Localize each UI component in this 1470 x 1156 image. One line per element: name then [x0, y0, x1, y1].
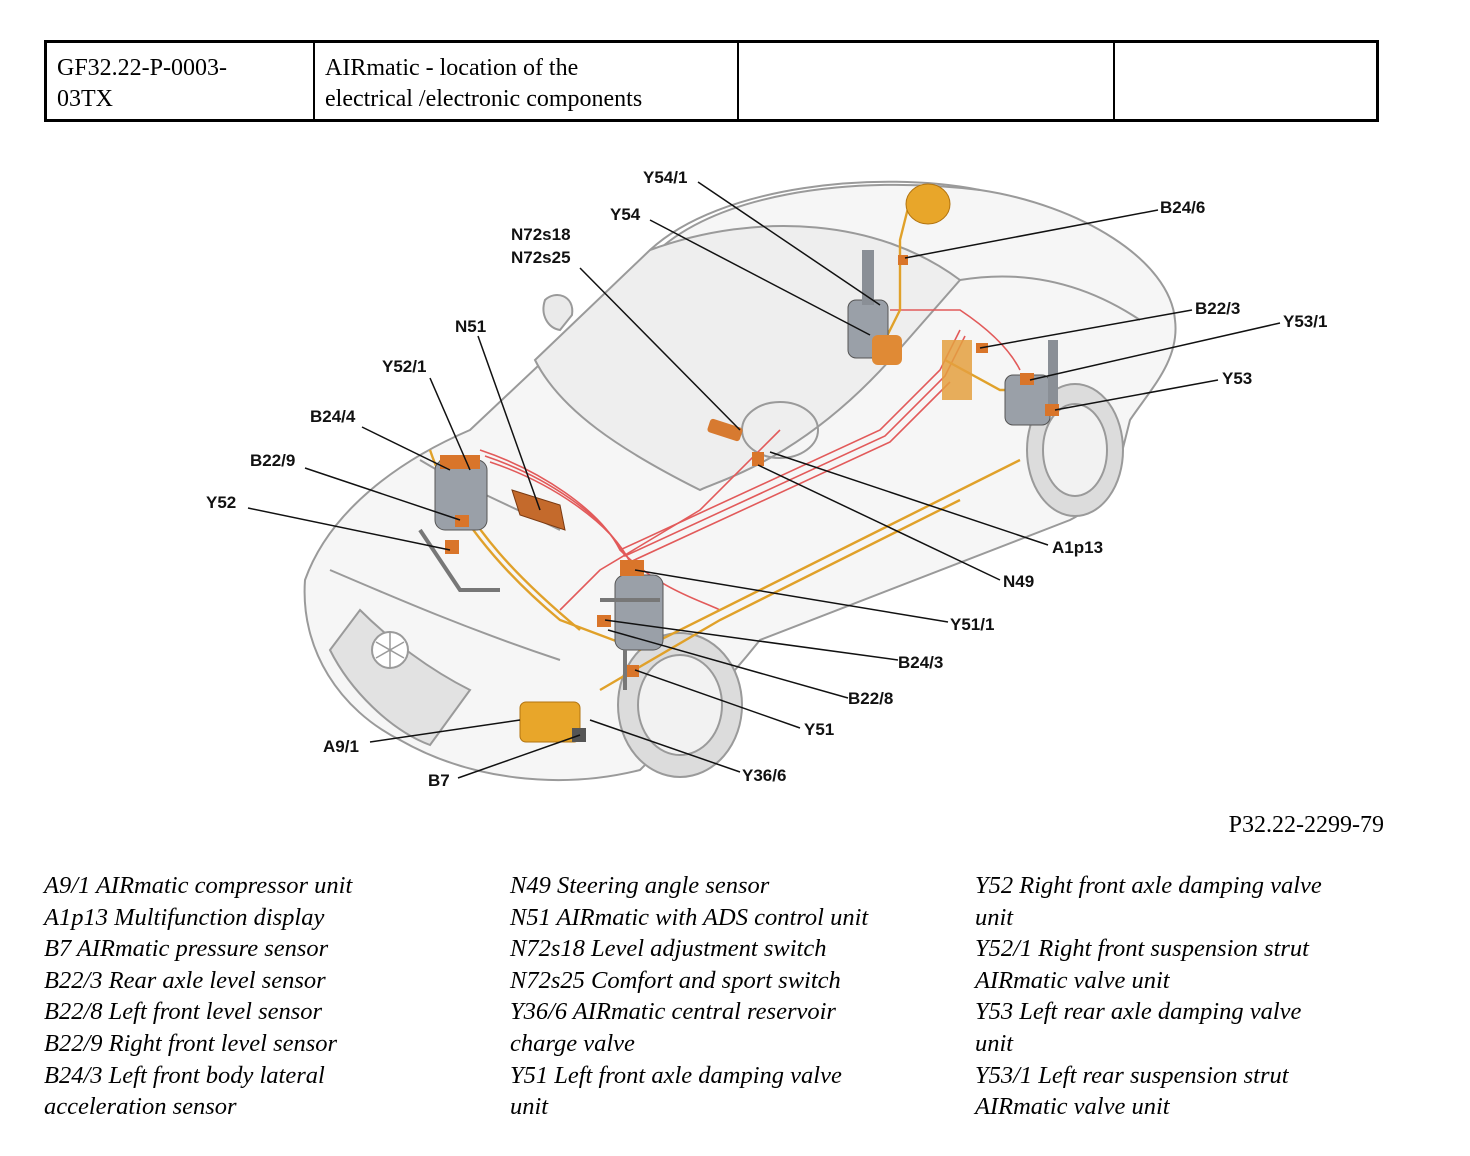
- header-empty-cell-4: [1115, 43, 1376, 119]
- legend-item: B22/8 Left front level sensor: [44, 998, 323, 1026]
- legend-item: AIRmatic valve unit: [975, 966, 1170, 994]
- label-n72s25: N72s25: [511, 248, 571, 267]
- figure-reference: P32.22-2299-79: [1228, 812, 1384, 838]
- legend-item: Y51 Left front axle damping valve: [510, 1061, 842, 1089]
- document-title-cell: AIRmatic - location of the electrical /e…: [315, 43, 739, 119]
- legend-column-2: N49 Steering angle sensor N51 AIRmatic w…: [510, 870, 868, 1123]
- legend-item: Y53/1 Left rear suspension strut: [975, 1061, 1289, 1089]
- legend-item: N51 AIRmatic with ADS control unit: [510, 903, 869, 931]
- label-b22-9: B22/9: [250, 451, 295, 470]
- label-y53-1: Y53/1: [1283, 312, 1327, 331]
- legend-item: Y53 Left rear axle damping valve: [975, 998, 1302, 1026]
- legend-item: unit: [975, 1029, 1014, 1057]
- legend-item: A9/1 AIRmatic compressor unit: [44, 872, 353, 899]
- label-y52-1: Y52/1: [382, 357, 426, 376]
- legend-item: unit: [510, 1093, 549, 1121]
- legend-column-1: A9/1 AIRmatic compressor unit A1p13 Mult…: [44, 870, 352, 1123]
- document-header-table: GF32.22-P-0003- 03TX AIRmatic - location…: [44, 40, 1379, 122]
- legend-item: B22/9 Right front level sensor: [44, 1029, 338, 1057]
- legend-item: N72s25 Comfort and sport switch: [510, 966, 841, 994]
- legend-item: B24/3 Left front body lateral: [44, 1061, 325, 1089]
- label-y53: Y53: [1222, 369, 1252, 388]
- label-n49: N49: [1003, 572, 1034, 591]
- control-unit-n51: [511, 489, 566, 531]
- compressor-unit: [519, 701, 581, 743]
- legend-item: B22/3 Rear axle level sensor: [44, 966, 326, 994]
- label-b22-3: B22/3: [1195, 299, 1240, 318]
- legend-item: Y52 Right front axle damping valve: [975, 872, 1322, 899]
- label-n51: N51: [455, 317, 486, 336]
- component-labels: Y54/1 Y54 N72s18 N72s25 N51 Y52/1 B24/4 …: [206, 168, 1327, 790]
- label-n72s18: N72s18: [511, 225, 571, 244]
- label-y54: Y54: [610, 205, 641, 224]
- document-id-cell: GF32.22-P-0003- 03TX: [47, 43, 315, 119]
- label-a9-1: A9/1: [323, 737, 359, 756]
- legend-item: unit: [975, 903, 1014, 931]
- legend-item: N72s18 Level adjustment switch: [510, 935, 827, 963]
- legend-item: acceleration sensor: [44, 1093, 237, 1121]
- label-b24-3: B24/3: [898, 653, 943, 672]
- header-empty-cell-3: [739, 43, 1115, 119]
- legend-column-3: Y52 Right front axle damping valve unit …: [975, 870, 1322, 1123]
- label-b7: B7: [428, 771, 450, 790]
- label-y52: Y52: [206, 493, 236, 512]
- legend-item: Y52/1 Right front suspension strut: [975, 935, 1309, 963]
- label-y54-1: Y54/1: [643, 168, 687, 187]
- airmatic-component-diagram: Y54/1 Y54 N72s18 N72s25 N51 Y52/1 B24/4 …: [206, 168, 1327, 790]
- legend-item: AIRmatic valve unit: [975, 1093, 1170, 1121]
- legend-item: N49 Steering angle sensor: [510, 872, 770, 899]
- legend-item: A1p13 Multifunction display: [44, 903, 325, 931]
- label-y36-6: Y36/6: [742, 766, 786, 785]
- label-a1p13: A1p13: [1052, 538, 1103, 557]
- leader-lines: [247, 181, 1281, 779]
- label-y51-1: Y51/1: [950, 615, 994, 634]
- label-b24-6: B24/6: [1160, 198, 1205, 217]
- legend-item: B7 AIRmatic pressure sensor: [44, 935, 329, 963]
- label-y51: Y51: [804, 720, 834, 739]
- label-b24-4: B24/4: [310, 407, 356, 426]
- label-b22-8: B22/8: [848, 689, 893, 708]
- switch-panel: [707, 418, 743, 442]
- pressure-reservoir: [905, 183, 951, 225]
- legend-item: charge valve: [510, 1029, 635, 1057]
- legend-item: Y36/6 AIRmatic central reservoir: [510, 998, 836, 1026]
